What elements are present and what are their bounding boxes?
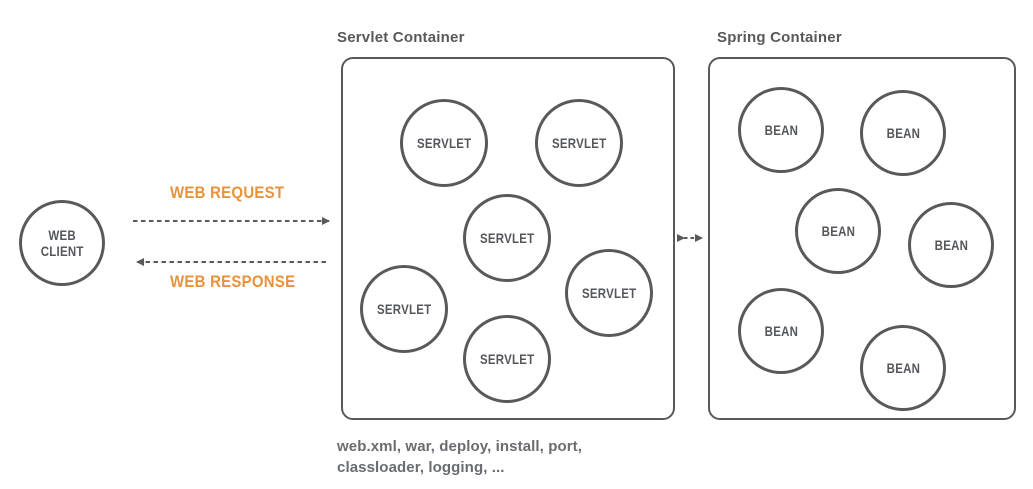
- bean-node: BEAN: [738, 87, 824, 173]
- servlet-node: SERVLET: [535, 99, 623, 187]
- servlet-node: SERVLET: [463, 194, 551, 282]
- bean-node: BEAN: [860, 90, 946, 176]
- servlet-label: SERVLET: [479, 230, 535, 246]
- servlet-label: SERVLET: [376, 301, 432, 317]
- servlet-container-caption: web.xml, war, deploy, install, port, cla…: [337, 436, 582, 478]
- spring-container-title: Spring Container: [717, 29, 842, 46]
- servlet-label: SERVLET: [551, 135, 607, 151]
- servlet-node: SERVLET: [565, 249, 653, 337]
- bean-label: BEAN: [821, 223, 855, 239]
- servlet-node: SERVLET: [360, 265, 448, 353]
- bean-node: BEAN: [738, 288, 824, 374]
- web-response-label: WEB RESPONSE: [170, 272, 296, 291]
- caption-line-2: classloader, logging, ...: [337, 459, 505, 476]
- bean-node: BEAN: [908, 202, 994, 288]
- bean-node: BEAN: [860, 325, 946, 411]
- servlet-container-title: Servlet Container: [337, 29, 465, 46]
- bean-label: BEAN: [886, 360, 920, 376]
- caption-line-1: web.xml, war, deploy, install, port,: [337, 438, 583, 455]
- web-request-label: WEB REQUEST: [170, 183, 285, 202]
- servlet-node: SERVLET: [400, 99, 488, 187]
- servlet-label: SERVLET: [581, 285, 637, 301]
- bean-label: BEAN: [764, 323, 798, 339]
- servlet-node: SERVLET: [463, 315, 551, 403]
- servlet-label: SERVLET: [416, 135, 472, 151]
- bean-node: BEAN: [795, 188, 881, 274]
- bean-label: BEAN: [934, 237, 968, 253]
- bean-label: BEAN: [764, 122, 798, 138]
- bean-label: BEAN: [886, 125, 920, 141]
- servlet-label: SERVLET: [479, 351, 535, 367]
